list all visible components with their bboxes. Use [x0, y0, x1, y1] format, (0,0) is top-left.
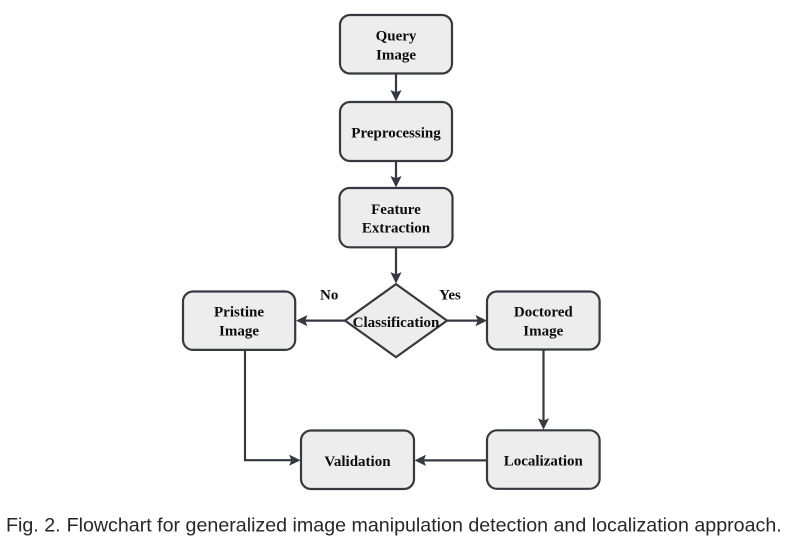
svg-text:Image: Image — [523, 323, 563, 339]
svg-text:Preprocessing: Preprocessing — [351, 125, 441, 141]
svg-text:No: No — [320, 288, 338, 304]
svg-text:Query: Query — [376, 28, 417, 44]
svg-text:Pristine: Pristine — [214, 304, 264, 320]
svg-text:Doctored: Doctored — [514, 304, 574, 320]
svg-text:Classification: Classification — [353, 315, 440, 331]
svg-text:Feature: Feature — [371, 202, 421, 218]
svg-text:Fig. 2.Flowchart for generaliz: Fig. 2.Flowchart for generalized image m… — [6, 514, 782, 536]
svg-text:Localization: Localization — [504, 454, 584, 470]
svg-text:Extraction: Extraction — [362, 221, 431, 237]
svg-text:Yes: Yes — [439, 288, 461, 304]
svg-text:Image: Image — [376, 47, 416, 63]
svg-text:Validation: Validation — [324, 454, 391, 470]
svg-text:Image: Image — [219, 323, 259, 339]
